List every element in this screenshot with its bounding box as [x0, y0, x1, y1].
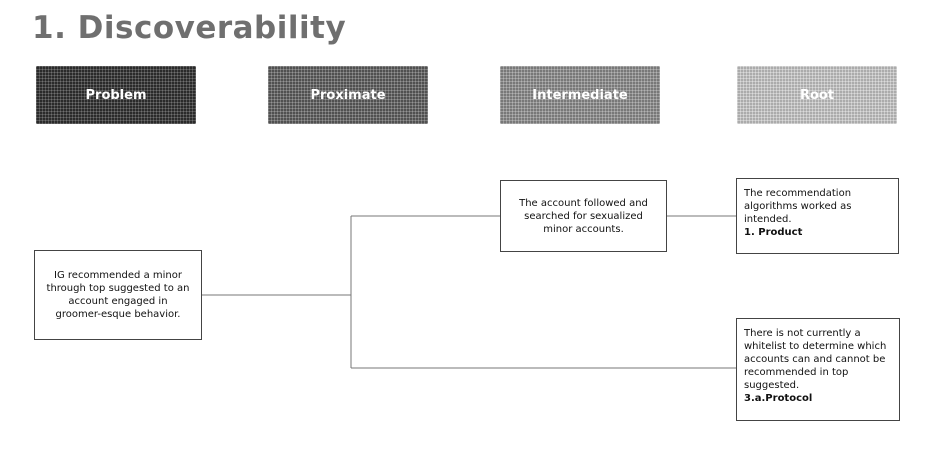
header-intermediate-label: Intermediate [532, 87, 628, 103]
header-root: Root [737, 66, 897, 124]
root-product-text: The recommendation algorithms worked as … [744, 188, 852, 225]
root-product-node: The recommendation algorithms worked as … [736, 178, 899, 254]
intermediate-node-text: The account followed and searched for se… [519, 197, 648, 235]
header-proximate-label: Proximate [310, 87, 386, 103]
page-title: 1. Discoverability [32, 10, 347, 46]
header-root-label: Root [799, 87, 835, 103]
header-intermediate: Intermediate [500, 66, 660, 124]
problem-node: IG recommended a minor through top sugge… [34, 250, 202, 340]
intermediate-node: The account followed and searched for se… [500, 180, 667, 252]
problem-node-text: IG recommended a minor through top sugge… [46, 270, 190, 320]
root-product-tag: 1. Product [744, 227, 803, 238]
root-protocol-node: There is not currently a whitelist to de… [736, 318, 900, 421]
header-problem: Problem [36, 66, 196, 124]
header-proximate: Proximate [268, 66, 428, 124]
root-protocol-tag: 3.a.Protocol [744, 393, 813, 404]
root-protocol-text: There is not currently a whitelist to de… [744, 328, 887, 391]
header-problem-label: Problem [85, 87, 147, 103]
